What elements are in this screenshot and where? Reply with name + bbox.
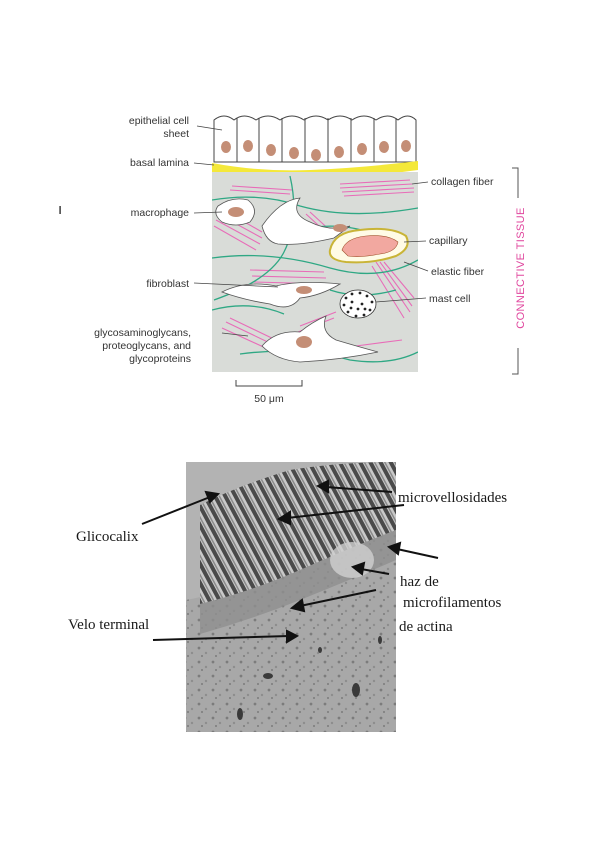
label-macrophage: macrophage — [131, 207, 190, 219]
micrograph-specks — [237, 636, 382, 720]
connective-tissue-diagram: epithelial cell sheet basal lamina macro… — [94, 115, 527, 405]
label-capillary: capillary — [429, 235, 468, 247]
epithelial-nuclei — [221, 140, 411, 161]
label-haz-2: microfilamentos — [403, 595, 501, 611]
label-elastic-fiber: elastic fiber — [431, 266, 485, 278]
epithelial-cell-sheet — [213, 115, 417, 163]
mast-cell — [339, 289, 377, 319]
connective-tissue-body — [212, 172, 418, 372]
micrograph-arrows — [141, 479, 439, 644]
epithelial-cell-borders — [236, 118, 397, 162]
fibroblast-nucleus — [296, 286, 312, 294]
label-microvellosidades: microvellosidades — [398, 490, 507, 506]
macrophage-nucleus — [228, 207, 244, 217]
fibroblast-upper — [261, 197, 351, 245]
label-mast-cell: mast cell — [429, 293, 470, 305]
scale-bar-label: 50 μm — [254, 393, 284, 405]
label-epithelial-cell-sheet-1: epithelial cell — [129, 115, 189, 127]
fibroblast-lower — [261, 315, 379, 363]
label-haz-1: haz de — [400, 574, 439, 590]
label-gag-2: proteoglycans, and — [102, 340, 191, 352]
electron-micrograph — [186, 462, 396, 732]
microvilli — [200, 462, 396, 604]
scale-bar — [235, 380, 303, 387]
connective-tissue-bracket — [512, 167, 519, 375]
label-gag-1: glycosaminoglycans, — [94, 327, 191, 339]
red-blood-cell — [341, 235, 399, 257]
label-velo-terminal: Velo terminal — [68, 617, 149, 633]
leader-lines — [193, 125, 429, 337]
label-fibroblast: fibroblast — [146, 278, 189, 290]
label-gag-3: glycoproteins — [129, 353, 191, 365]
label-glicocalix: Glicocalix — [76, 529, 139, 545]
collagen-fibers — [213, 179, 415, 351]
margin-mark: ı — [58, 201, 62, 218]
label-haz-3: de actina — [399, 619, 453, 635]
label-collagen-fiber: collagen fiber — [431, 176, 494, 188]
connective-tissue-label: CONNECTIVE TISSUE — [515, 207, 527, 329]
label-epithelial-cell-sheet-2: sheet — [163, 128, 189, 140]
label-basal-lamina: basal lamina — [130, 157, 189, 169]
